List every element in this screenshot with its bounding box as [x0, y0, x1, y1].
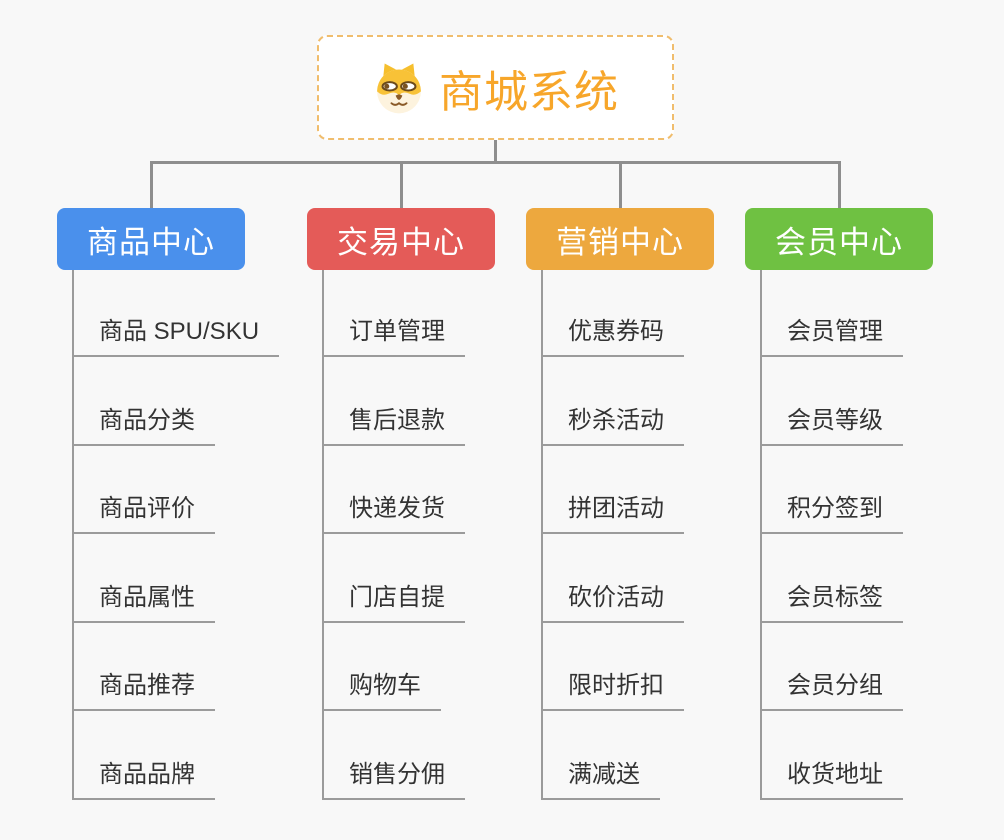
connector-rail [150, 161, 841, 164]
branch-topic-trade[interactable]: 交易中心 [307, 208, 495, 270]
root-topic[interactable]: 商城系统 [317, 35, 674, 140]
child-topic[interactable]: 商品属性 [72, 581, 215, 623]
child-topic[interactable]: 会员管理 [760, 315, 903, 357]
branch-topic-member[interactable]: 会员中心 [745, 208, 933, 270]
branch-children-product: 商品 SPU/SKU 商品分类 商品评价 商品属性 商品推荐 商品品牌 [72, 270, 312, 804]
child-topic[interactable]: 会员等级 [760, 404, 903, 446]
branch-child-rail [760, 270, 762, 800]
child-topic[interactable]: 快递发货 [322, 492, 465, 534]
branch-child-rail [72, 270, 74, 800]
connector-drop-3 [619, 163, 622, 208]
child-topic[interactable]: 拼团活动 [541, 492, 684, 534]
child-topic[interactable]: 商品推荐 [72, 669, 215, 711]
connector-drop-1 [150, 163, 153, 208]
doge-icon [372, 61, 426, 115]
child-topic[interactable]: 订单管理 [322, 315, 465, 357]
child-topic[interactable]: 限时折扣 [541, 669, 684, 711]
child-topic[interactable]: 满减送 [541, 758, 660, 800]
branch-topic-marketing[interactable]: 营销中心 [526, 208, 714, 270]
child-topic[interactable]: 积分签到 [760, 492, 903, 534]
child-topic[interactable]: 商品品牌 [72, 758, 215, 800]
child-topic[interactable]: 售后退款 [322, 404, 465, 446]
connector-drop-2 [400, 163, 403, 208]
child-topic[interactable]: 秒杀活动 [541, 404, 684, 446]
child-topic[interactable]: 砍价活动 [541, 581, 684, 623]
child-topic[interactable]: 商品评价 [72, 492, 215, 534]
root-title: 商城系统 [439, 67, 619, 117]
child-topic[interactable]: 商品分类 [72, 404, 215, 446]
branch-children-trade: 订单管理 售后退款 快递发货 门店自提 购物车 销售分佣 [322, 270, 562, 804]
connector-drop-4 [838, 163, 841, 208]
branch-children-member: 会员管理 会员等级 积分签到 会员标签 会员分组 收货地址 [760, 270, 1000, 804]
child-topic[interactable]: 会员标签 [760, 581, 903, 623]
child-topic[interactable]: 优惠券码 [541, 315, 684, 357]
branch-child-rail [541, 270, 543, 800]
child-topic[interactable]: 销售分佣 [322, 758, 465, 800]
connector-root-drop [494, 140, 497, 163]
child-topic[interactable]: 购物车 [322, 669, 441, 711]
branch-topic-product[interactable]: 商品中心 [57, 208, 245, 270]
branch-child-rail [322, 270, 324, 800]
child-topic[interactable]: 商品 SPU/SKU [72, 315, 280, 357]
child-topic[interactable]: 收货地址 [760, 758, 903, 800]
child-topic[interactable]: 会员分组 [760, 669, 903, 711]
branch-children-marketing: 优惠券码 秒杀活动 拼团活动 砍价活动 限时折扣 满减送 [541, 270, 781, 804]
child-topic[interactable]: 门店自提 [322, 581, 465, 623]
